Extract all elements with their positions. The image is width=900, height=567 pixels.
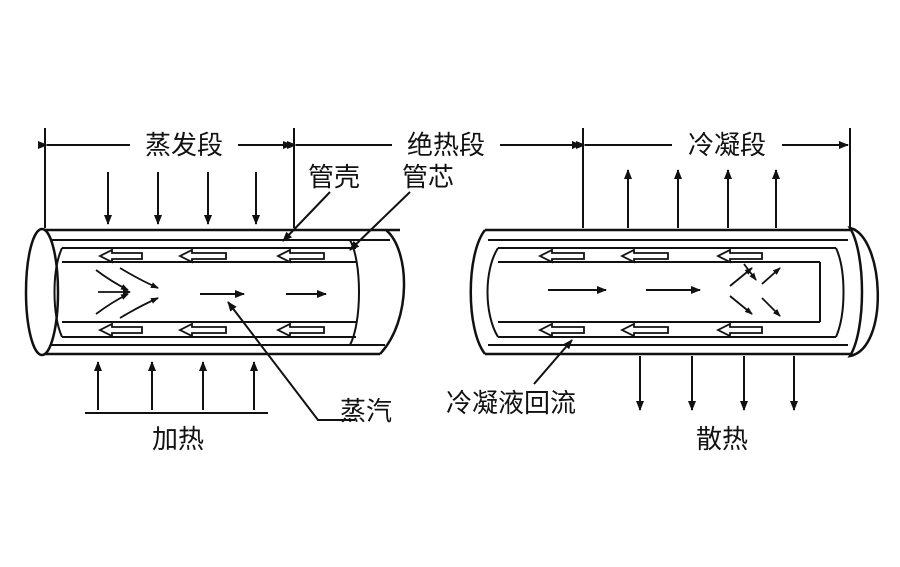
hollow-arrow-left-icon	[275, 322, 325, 338]
condensate-return-label: 冷凝液回流	[446, 389, 576, 419]
wick-inner-edge	[498, 261, 820, 323]
wick-flow-bottom-left	[97, 322, 325, 338]
heat-in-top-arrows	[104, 172, 260, 225]
arrow-right-icon	[119, 267, 159, 289]
wick-leader-arrow	[349, 191, 411, 251]
hollow-arrow-left-icon	[275, 248, 325, 264]
vapor-label: 蒸汽	[340, 397, 392, 427]
hollow-arrow-left-icon	[537, 322, 585, 338]
evaporator-label: 蒸发段	[145, 131, 223, 161]
left-pipe-section	[24, 227, 406, 357]
heating-label: 加热	[152, 425, 204, 455]
cooling-label: 散热	[696, 425, 748, 455]
right-pipe-section	[469, 226, 879, 358]
wick-layer	[62, 247, 356, 338]
shell-inner-wall	[488, 239, 848, 346]
heat-in-bottom-arrows	[85, 361, 268, 414]
arrow-down-icon	[743, 263, 757, 281]
condenser-label: 冷凝段	[688, 131, 766, 161]
hollow-arrow-left-icon	[715, 322, 763, 338]
shell-leader-arrow	[282, 191, 331, 242]
condensate-leader-arrow	[533, 339, 573, 385]
arrow-up-icon	[761, 267, 781, 285]
hollow-arrow-left-icon	[619, 322, 669, 338]
arrow-right-icon	[119, 297, 159, 319]
left-inner-cap	[53, 247, 63, 338]
heat-out-bottom-arrows	[636, 356, 798, 411]
shell-inner-wall	[50, 239, 390, 346]
hollow-arrow-left-icon	[619, 248, 669, 264]
wick-flow-top-right	[537, 248, 763, 264]
evaporation-arrows	[95, 267, 159, 319]
vapor-leader-arrow	[227, 301, 355, 421]
shell-outer-wall	[45, 228, 400, 356]
arrow-down-icon	[729, 295, 753, 315]
wick-flow-top-left	[97, 248, 325, 264]
arrow-right-icon	[95, 269, 129, 291]
hollow-arrow-left-icon	[177, 248, 227, 264]
hollow-arrow-left-icon	[97, 248, 143, 264]
shell-outer-wall	[485, 228, 856, 356]
section-break-edge	[379, 229, 406, 355]
hollow-arrow-left-icon	[97, 322, 143, 338]
hollow-arrow-left-icon	[177, 322, 227, 338]
right-section-inner-break	[486, 247, 499, 338]
wick-layer	[498, 247, 836, 338]
hollow-arrow-left-icon	[715, 248, 763, 264]
hollow-arrow-left-icon	[537, 248, 585, 264]
wick-label: 管芯	[402, 163, 454, 193]
dimension-lines	[38, 128, 851, 228]
adiabatic-label: 绝热段	[407, 131, 485, 161]
right-end-cap	[847, 226, 879, 358]
arrow-right-icon	[95, 293, 129, 315]
left-end-cap	[24, 227, 60, 357]
right-section-break-edge	[469, 229, 487, 355]
arrow-down-icon	[761, 297, 781, 317]
heat-out-top-arrows	[624, 169, 780, 228]
wick-flow-bottom-right	[537, 322, 763, 338]
condensation-arrows	[729, 263, 781, 317]
shell-label: 管壳	[308, 163, 360, 193]
section-break-inner	[349, 239, 360, 346]
right-wick-end	[835, 247, 845, 338]
